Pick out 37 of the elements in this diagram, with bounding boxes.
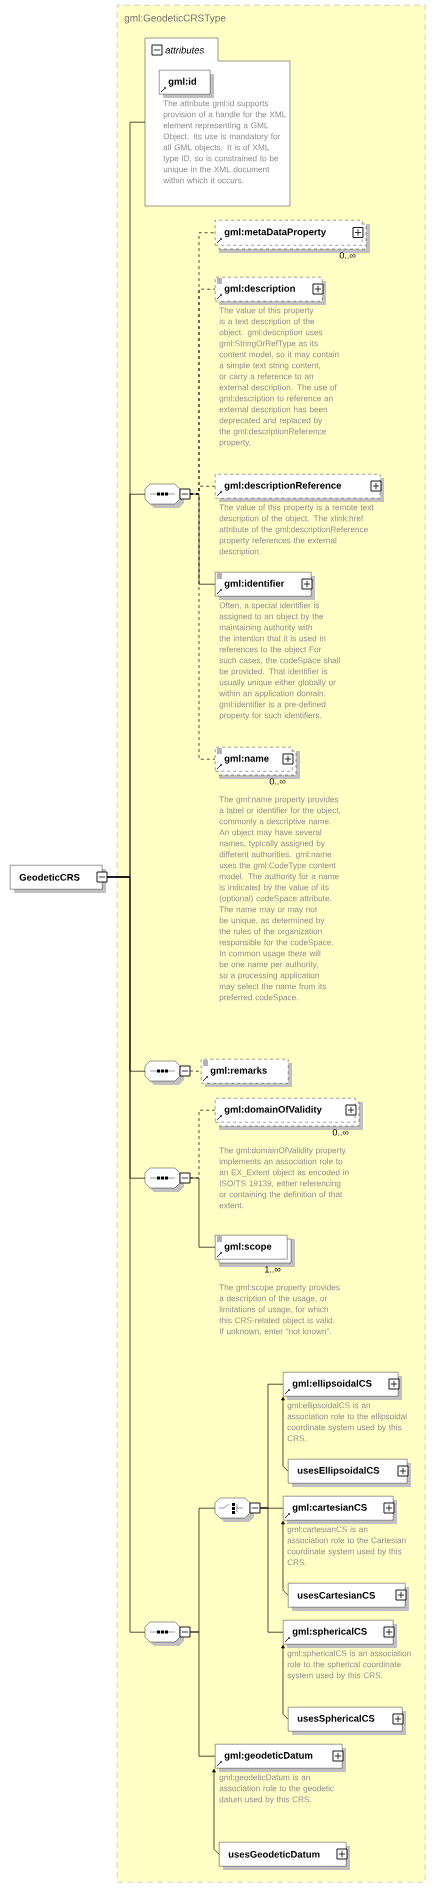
annotation-text: gml:sphericalCS is an association role to the spherical coordinate system used by this CRS. [287, 1650, 411, 1680]
multiplicity-label: 0..∞ [269, 778, 286, 785]
element-box: usesCartesianCS [288, 1583, 409, 1611]
connector-line [259, 1507, 284, 1633]
annotation-text: The gml:domainOfValidity property implements an association role to an EX_Extent object as encoded in ISO/TS 19139, either referencing or containing the definition of that extent. [219, 1147, 349, 1209]
connector-line [106, 876, 146, 1633]
annotation-text: Often, a special identifier is assigned to an object by the maintaining authority with the intention that it is used in references to the object For such cases, the codeSpace shall be provided. That identifier is usually unique either globally or within an application domain. gml:identifier is a pre-defined property for such identifiers. [219, 602, 340, 720]
connector-line [189, 1631, 216, 1757]
compositor-symbol [144, 1167, 191, 1192]
compositor-symbol [144, 1060, 191, 1085]
annotation-text: gml:cartesianCS is an association role to the Cartesian coordinate system used by this CRS. [287, 1526, 406, 1566]
connector-line [189, 493, 216, 760]
connector-line [281, 1520, 289, 1596]
annotation-text: gml:geodeticDatum is an association role to the geodetic datum used by this CRS. [219, 1774, 334, 1804]
connector-line [212, 1768, 220, 1855]
annotation-text: The value of this property is a remote text description of the object. The xlink:href attribute of the gml:descriptionReference property references the external description. [219, 504, 374, 556]
compositor-symbol [144, 483, 191, 508]
multiplicity-label: 0..∞ [339, 252, 356, 259]
compositor-symbol [214, 1497, 261, 1522]
element-box: gml:domainOfValidity [215, 1098, 363, 1130]
compositor-symbol [144, 1621, 191, 1646]
element-box: gml:metaDataProperty [215, 220, 370, 253]
element-box: gml:geodeticDatum [215, 1744, 346, 1772]
connector-line [281, 1644, 289, 1720]
connector-line [189, 1177, 216, 1248]
connector-line [281, 1396, 289, 1472]
annotation-text: The value of this property is a text description of the object. gml:description uses gml:StringOrRefType as its content model, so it may contain a simple text string content, or carry a reference to an external description. The use of gml:description to reference an external description has been deprecated and replaced by the gml:descriptionReference property. [219, 307, 339, 447]
annotation-text: The gml:scope property provides a description of the usage, or limitations of usage, for which this CRS-related object is valid. If unknown, enter "not known". [219, 1284, 340, 1336]
connector-line [189, 1070, 202, 1072]
element-box: gml:name [215, 747, 300, 779]
multiplicity-label: 1..∞ [265, 1266, 281, 1273]
annotation-text: The attribute gml:id supports provision of a handle for the XML element representing a GML Object. Its use is mandatory for all GML objects. It is of XML type ID, so is constrained to be unique in the XML document within which it occurs. [163, 100, 286, 184]
element-box: usesGeodeticDatum [219, 1842, 350, 1870]
element-box: gml:descriptionReference [215, 474, 384, 502]
annotation-text: The gml:name property provides a label or identifier for the object, commonly a descriptive name. An object may have several names, typically assigned by different authorities. gml:name uses the gml:CodeType content model. The authority for a name is indicated by the value of its (optional) codeSpace attribute. The name may or may not be unique, as determined by the rules of the organization responsible for the codeSpace. In common usage there will be one name per authority, so a processing application may select the name from its preferred codeSpace. [219, 796, 341, 1002]
annotation-text: gml:ellipsoidalCS is an association role to the ellipsoidal coordinate system used by this CRS. [287, 1402, 407, 1442]
multiplicity-label: 0..∞ [332, 1129, 349, 1136]
